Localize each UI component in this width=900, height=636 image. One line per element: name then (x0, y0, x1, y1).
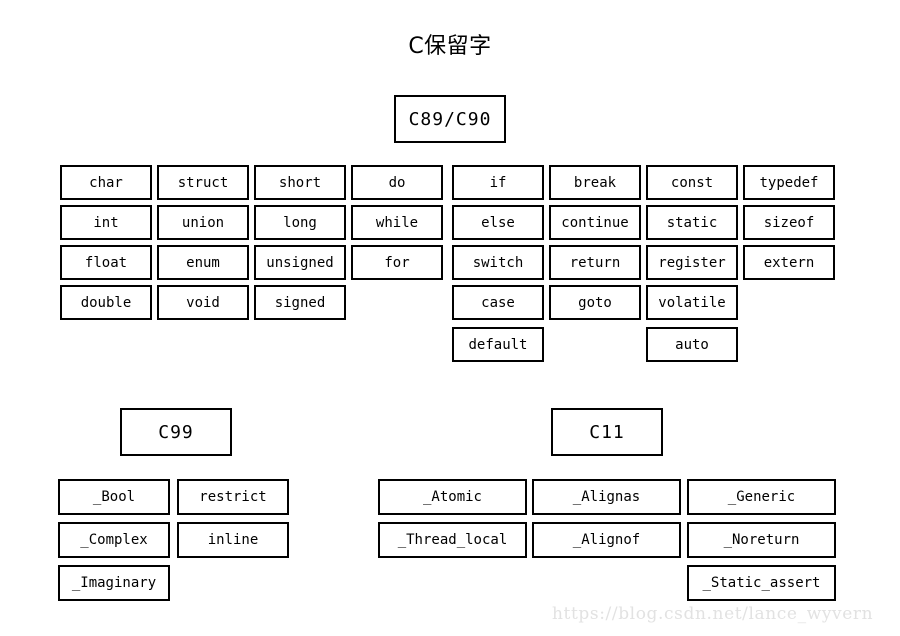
watermark-text: https://blog.csdn.net/lance_wyvern (552, 604, 874, 624)
keyword-label: typedef (759, 174, 819, 191)
keyword-label: unsigned (266, 254, 334, 271)
keyword-label: _Alignof (572, 532, 641, 548)
keyword-box-auto: auto (646, 327, 738, 362)
keyword-box-default: default (452, 327, 544, 362)
keyword-label: short (278, 174, 322, 191)
keyword-label: int (93, 214, 119, 231)
keyword-box-register: register (646, 245, 738, 280)
keyword-box-static: static (646, 205, 738, 240)
keyword-box-for: for (351, 245, 443, 280)
keyword-label: return (569, 254, 621, 271)
keyword-box-generic: _Generic (687, 479, 836, 515)
keyword-label: char (89, 174, 123, 191)
keyword-box-continue: continue (549, 205, 641, 240)
keyword-label: do (388, 174, 406, 191)
keyword-label: enum (186, 254, 220, 271)
keyword-label: float (84, 254, 128, 271)
keyword-label: _Generic (727, 489, 796, 505)
keyword-label: case (481, 294, 515, 311)
keyword-label: struct (177, 174, 229, 191)
keyword-box-do: do (351, 165, 443, 200)
keyword-label: long (283, 214, 317, 231)
keyword-box-char: char (60, 165, 152, 200)
keyword-box-bool: _Bool (58, 479, 170, 515)
standard-label: C99 (158, 421, 194, 443)
keyword-box-void: void (157, 285, 249, 320)
keyword-box-break: break (549, 165, 641, 200)
keyword-label: const (670, 174, 714, 191)
keyword-box-typedef: typedef (743, 165, 835, 200)
keyword-label: if (489, 174, 507, 191)
keyword-box-alignof: _Alignof (532, 522, 681, 558)
page-title: C保留字 (408, 34, 492, 59)
keyword-label: register (658, 254, 726, 271)
keyword-label: _Alignas (572, 489, 641, 505)
keyword-box-thread-local: _Thread_local (378, 522, 527, 558)
keyword-label: auto (675, 336, 709, 353)
keyword-box-enum: enum (157, 245, 249, 280)
keyword-box-union: union (157, 205, 249, 240)
keyword-label: goto (578, 294, 612, 311)
keyword-label: _Atomic (422, 489, 482, 505)
keyword-label: _Static_assert (702, 575, 821, 591)
keyword-box-switch: switch (452, 245, 544, 280)
keyword-box-while: while (351, 205, 443, 240)
keyword-label: while (375, 214, 419, 231)
keyword-label: continue (561, 214, 629, 231)
keyword-box-unsigned: unsigned (254, 245, 346, 280)
keyword-box-alignas: _Alignas (532, 479, 681, 515)
keyword-box-const: const (646, 165, 738, 200)
keyword-label: volatile (658, 294, 726, 311)
keyword-box-imaginary: _Imaginary (58, 565, 170, 601)
keyword-label: _Complex (80, 532, 148, 548)
keyword-label: static (666, 214, 718, 231)
keyword-label: signed (274, 294, 326, 311)
keyword-box-if: if (452, 165, 544, 200)
keyword-box-float: float (60, 245, 152, 280)
keyword-box-else: else (452, 205, 544, 240)
keyword-box-long: long (254, 205, 346, 240)
keyword-label: extern (763, 254, 815, 271)
keyword-label: break (573, 174, 617, 191)
keyword-label: else (481, 214, 515, 231)
keyword-box-goto: goto (549, 285, 641, 320)
keyword-box-inline: inline (177, 522, 289, 558)
standard-header-c89: C89/C90 (394, 95, 506, 143)
keyword-label: _Imaginary (71, 575, 157, 591)
keyword-box-short: short (254, 165, 346, 200)
standard-header-c99: C99 (120, 408, 232, 456)
keyword-box-restrict: restrict (177, 479, 289, 515)
keyword-label: default (468, 336, 528, 353)
keyword-box-return: return (549, 245, 641, 280)
standard-label: C11 (589, 421, 625, 443)
keyword-box-case: case (452, 285, 544, 320)
keyword-label: union (181, 214, 225, 231)
keyword-box-extern: extern (743, 245, 835, 280)
keyword-label: _Noreturn (723, 532, 800, 548)
keyword-box-struct: struct (157, 165, 249, 200)
keyword-label: double (80, 294, 132, 311)
keyword-box-static-assert: _Static_assert (687, 565, 836, 601)
keyword-label: sizeof (763, 214, 815, 231)
standard-label: C89/C90 (408, 108, 492, 130)
keyword-label: switch (472, 254, 524, 271)
keyword-box-complex: _Complex (58, 522, 170, 558)
keyword-box-double: double (60, 285, 152, 320)
keyword-box-volatile: volatile (646, 285, 738, 320)
keyword-box-atomic: _Atomic (378, 479, 527, 515)
keyword-label: _Thread_local (397, 532, 508, 548)
keyword-box-signed: signed (254, 285, 346, 320)
keyword-label: for (384, 254, 410, 271)
keyword-label: _Bool (92, 489, 136, 505)
keyword-box-noreturn: _Noreturn (687, 522, 836, 558)
keyword-label: inline (207, 532, 259, 548)
keyword-box-sizeof: sizeof (743, 205, 835, 240)
keyword-box-int: int (60, 205, 152, 240)
keyword-label: restrict (199, 489, 267, 505)
standard-header-c11: C11 (551, 408, 663, 456)
keyword-label: void (186, 294, 220, 311)
